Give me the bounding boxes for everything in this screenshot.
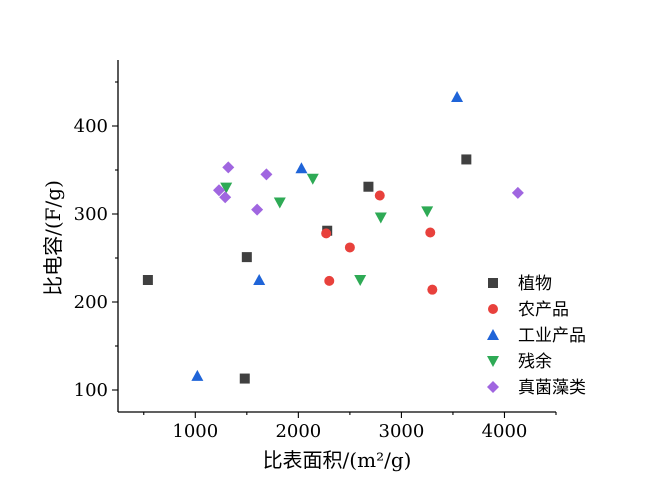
data-point-5 <box>511 186 524 199</box>
legend-marker-1 <box>488 278 498 288</box>
y-tick-label: 400 <box>74 116 108 137</box>
legend-label-4: 残余 <box>518 352 552 372</box>
data-point-2 <box>427 284 438 295</box>
data-point-3 <box>253 274 266 285</box>
legend-label-2: 农产品 <box>518 300 569 320</box>
y-tick-label: 300 <box>74 204 108 225</box>
data-point-4 <box>354 275 367 286</box>
data-point-4 <box>273 197 286 209</box>
legend-marker-2 <box>488 304 498 314</box>
y-tick-label: 200 <box>74 292 108 313</box>
data-point-5 <box>222 161 235 174</box>
data-point-3 <box>191 369 204 381</box>
data-point-4 <box>220 182 233 194</box>
data-point-5 <box>212 184 225 197</box>
data-point-2 <box>425 227 436 238</box>
x-tick-label: 1000 <box>172 421 218 442</box>
data-point-2 <box>321 228 332 239</box>
data-point-2 <box>374 190 385 201</box>
data-point-5 <box>251 203 264 216</box>
data-point-5 <box>219 191 232 204</box>
x-tick-label: 2000 <box>275 421 321 442</box>
data-point-1 <box>461 154 472 165</box>
data-points <box>142 90 524 384</box>
data-point-4 <box>374 212 387 224</box>
data-point-3 <box>451 90 464 102</box>
data-point-1 <box>239 373 250 384</box>
legend-label-5: 真菌藻类 <box>518 378 586 398</box>
legend-label-1: 植物 <box>518 274 552 294</box>
data-point-1 <box>142 275 153 285</box>
x-tick-label: 3000 <box>379 421 425 442</box>
x-axis-title: 比表面积/(m²/g) <box>263 448 412 472</box>
data-point-4 <box>421 206 434 218</box>
tick-marks: 1000 2000 3000 4000 100 200 300 400 <box>74 81 557 442</box>
data-point-1 <box>241 252 252 263</box>
legend-marker-4 <box>487 356 499 367</box>
axes <box>117 60 556 413</box>
data-point-1 <box>363 181 374 192</box>
x-tick-label: 4000 <box>482 421 528 442</box>
y-tick-label: 100 <box>74 380 108 401</box>
data-point-5 <box>260 168 273 181</box>
legend-label-3: 工业产品 <box>518 326 586 346</box>
data-point-2 <box>324 275 335 286</box>
data-point-3 <box>295 162 308 174</box>
data-point-4 <box>306 173 319 185</box>
legend-marker-3 <box>487 329 499 340</box>
y-axis-title: 比电容/(F/g) <box>41 180 65 296</box>
legend-marker-5 <box>487 381 499 393</box>
data-point-2 <box>344 242 355 253</box>
